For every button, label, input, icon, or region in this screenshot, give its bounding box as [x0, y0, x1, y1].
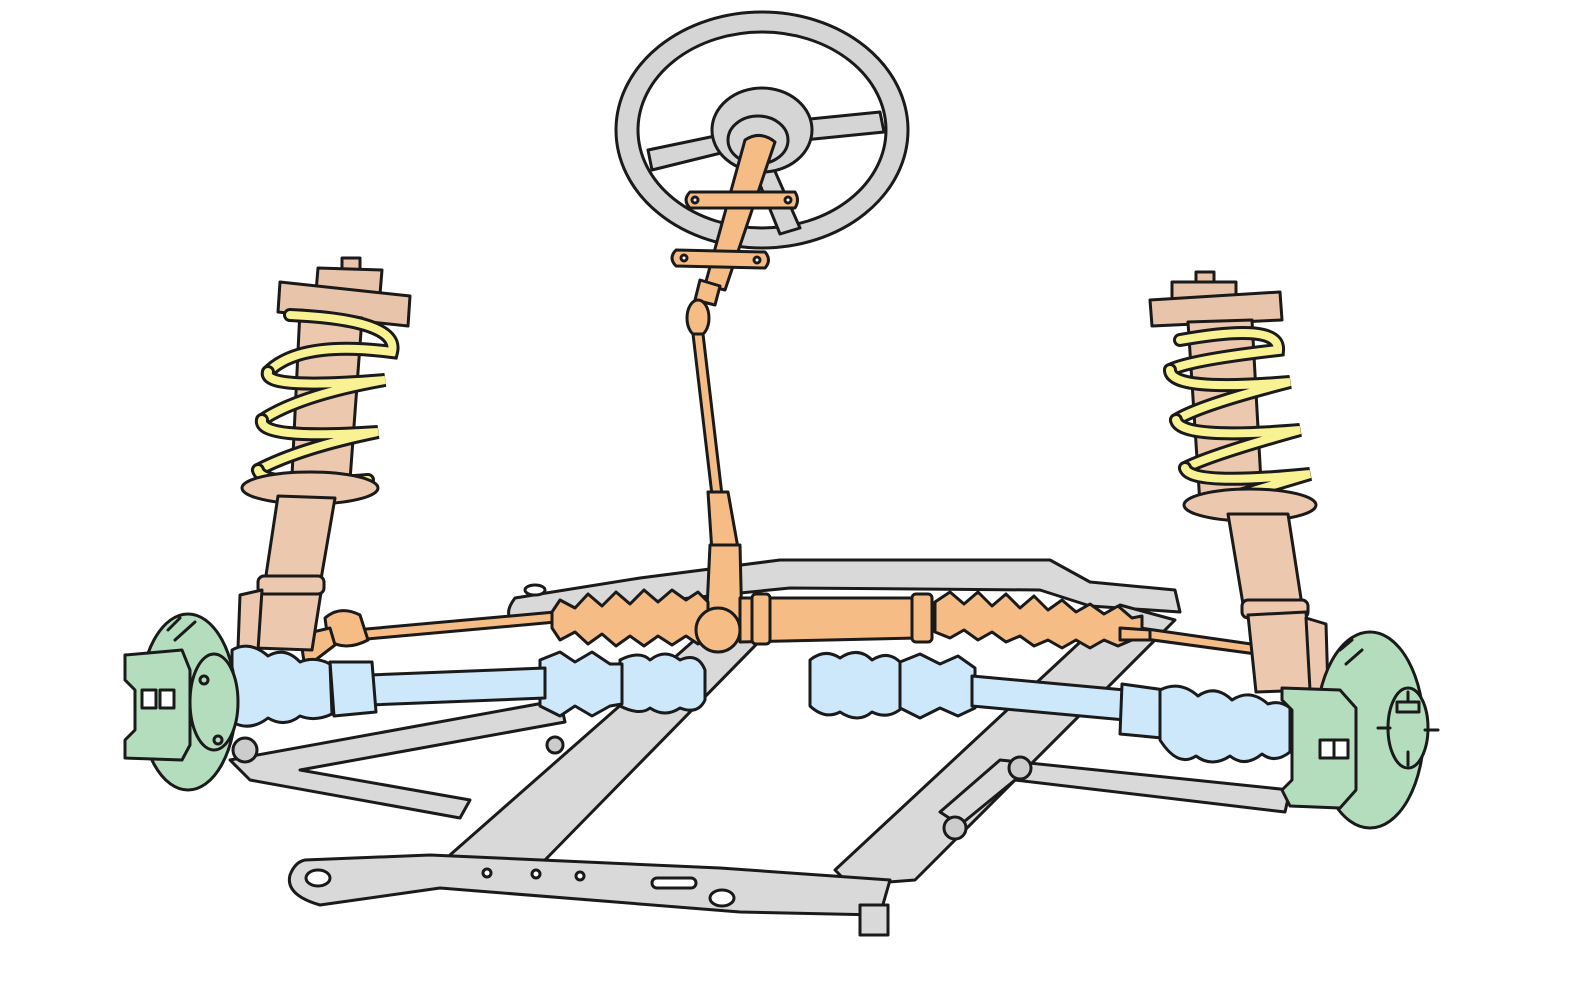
right-driveshaft: [808, 651, 1292, 764]
subframe-slot: [650, 876, 698, 890]
bushing-bolt: [545, 735, 565, 755]
subframe-hole: [304, 868, 332, 888]
subframe-hole: [530, 868, 542, 880]
left-wheel-hub: [188, 652, 240, 752]
cv-boot-icon: [808, 651, 904, 720]
bushing-bolt: [1007, 755, 1033, 781]
steering-column: [614, 10, 910, 641]
pinion-cap: [694, 606, 742, 654]
left-brake-assembly: [123, 612, 240, 792]
cv-boot-icon: [230, 644, 334, 728]
left-strut-assembly: [236, 256, 412, 652]
subframe-mount-lug: [858, 903, 890, 937]
right-lower-control-arm: [938, 758, 1292, 827]
subframe-hole: [574, 870, 586, 882]
bushing-bolt: [231, 736, 259, 764]
steering-wheel-icon: [614, 10, 910, 250]
left-driveshaft: [230, 644, 707, 728]
subframe-front-crossmember: [287, 853, 892, 917]
cv-boot-icon: [1158, 684, 1292, 764]
left-tie-rod: [353, 610, 558, 642]
right-tie-rod: [1136, 626, 1260, 656]
right-strut-assembly: [1148, 270, 1330, 694]
steering-shaft-lower: [706, 490, 740, 554]
subframe-right-rail: [833, 603, 1177, 887]
right-brake-assembly: [1280, 630, 1440, 830]
column-bracket-upper: [684, 190, 799, 210]
rack-collar: [750, 592, 772, 646]
right-strut-lower: [1246, 610, 1314, 694]
column-bracket-lower: [670, 248, 770, 270]
subframe-hole: [481, 867, 493, 879]
steering-universal-joint: [685, 298, 711, 338]
steering-rack: [298, 588, 1260, 670]
rack-collar: [910, 592, 934, 644]
steering-intermediate-shaft: [691, 332, 724, 497]
subframe-hole: [523, 583, 547, 597]
subframe-hole: [708, 888, 736, 908]
steering-universal-joint: [693, 278, 722, 307]
bushing-bolt: [942, 815, 968, 841]
left-axle-shaft: [368, 666, 547, 707]
cv-boot-icon: [618, 652, 707, 715]
